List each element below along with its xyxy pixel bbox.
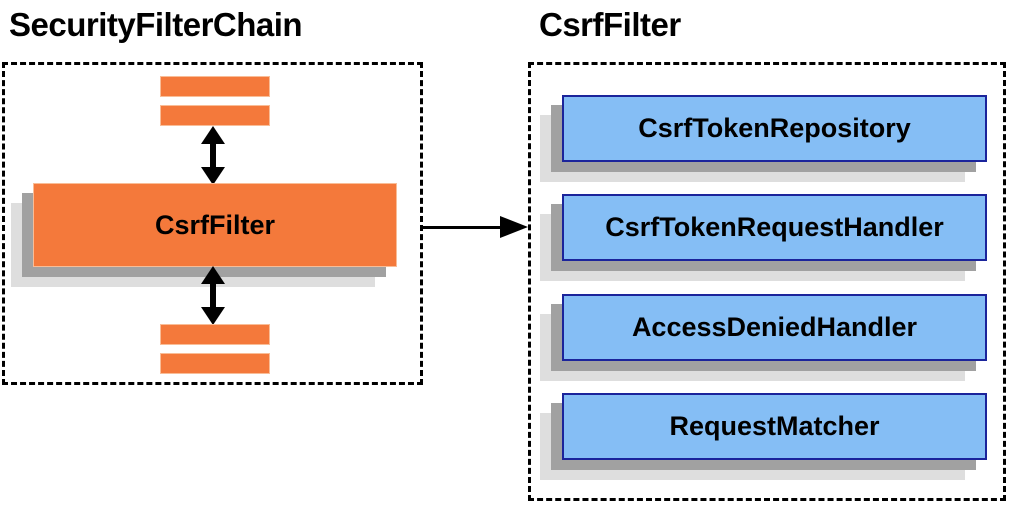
connector-arrow-shaft [423,226,501,229]
csrf-filter-box: CsrfFilter [33,183,397,267]
component-box-csrf-token-repository: CsrfTokenRepository [562,95,987,162]
filter-bar [160,324,270,345]
filter-bar [160,76,270,97]
arrow-up-head-icon [201,126,225,144]
component-box-access-denied-handler: AccessDeniedHandler [562,294,987,361]
filter-bar [160,105,270,126]
right-panel-title: CsrfFilter [539,6,681,43]
arrow-shaft [210,144,216,167]
component-box-csrf-token-request-handler: CsrfTokenRequestHandler [562,194,987,261]
arrow-up-head-icon [201,266,225,284]
csrf-filter-detail-panel [528,62,1006,501]
bidirectional-arrow-icon [201,126,225,185]
bidirectional-arrow-icon [201,266,225,325]
left-panel-title: SecurityFilterChain [9,6,303,43]
security-filter-chain-panel [2,62,423,385]
arrow-down-head-icon [201,167,225,185]
filter-bar [160,353,270,374]
component-box-request-matcher: RequestMatcher [562,393,987,460]
arrow-shaft [210,284,216,307]
arrow-down-head-icon [201,307,225,325]
connector-arrow-head-icon [500,216,528,238]
